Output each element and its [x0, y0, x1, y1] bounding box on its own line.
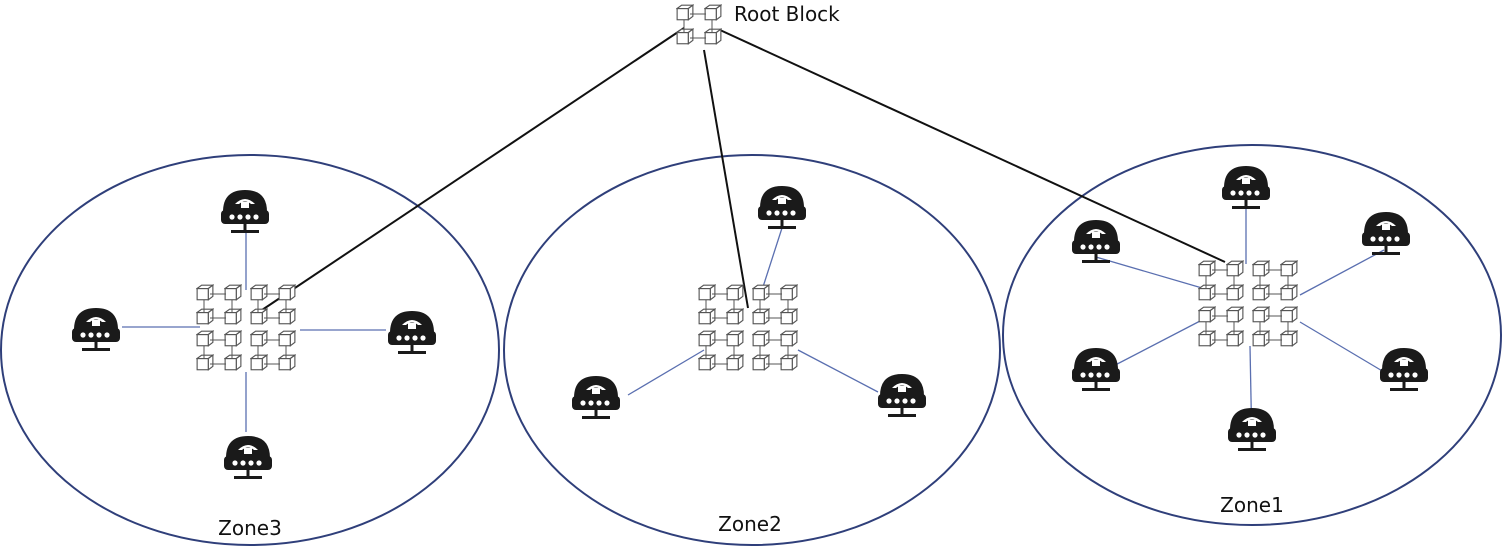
zone3-links [122, 232, 386, 432]
zone2-node-right-icon [878, 374, 926, 417]
zone2-node-top-icon [758, 186, 806, 229]
zone3-node-top-icon [221, 190, 269, 233]
zone1-node-lower-left-icon [1072, 348, 1120, 391]
zone3-node-left-icon [72, 308, 120, 351]
zone3-node-bottom-icon [224, 436, 272, 479]
zone1-node-upper-left-icon [1072, 220, 1120, 263]
root-link-zone2 [703, 49, 749, 309]
zone1-node-upper-right-icon [1362, 212, 1410, 255]
zone3-node-right-icon [388, 311, 436, 354]
zone1-label: Zone1 [1220, 493, 1284, 517]
zone2-boundary [503, 154, 1001, 546]
zone2-node-left-icon [572, 376, 620, 419]
zone1-node-bottom-icon [1228, 408, 1276, 451]
zone3-blockchain-icon [197, 285, 295, 370]
root-link-zone1 [719, 29, 1226, 263]
zone3-boundary [0, 154, 500, 546]
root-block-label: Root Block [734, 2, 840, 26]
zone2-blockchain-icon [699, 285, 797, 370]
zone1-blockchain-icon [1199, 261, 1297, 346]
zone1-node-lower-right-icon [1380, 348, 1428, 391]
zone3-label: Zone3 [218, 516, 282, 540]
zone1-boundary [1002, 144, 1502, 526]
zone1-node-top-icon [1222, 166, 1270, 209]
zone2-label: Zone2 [718, 512, 782, 536]
root-block-icon [677, 5, 721, 44]
zone2-links [627, 227, 879, 396]
root-link-zone3 [261, 27, 685, 311]
